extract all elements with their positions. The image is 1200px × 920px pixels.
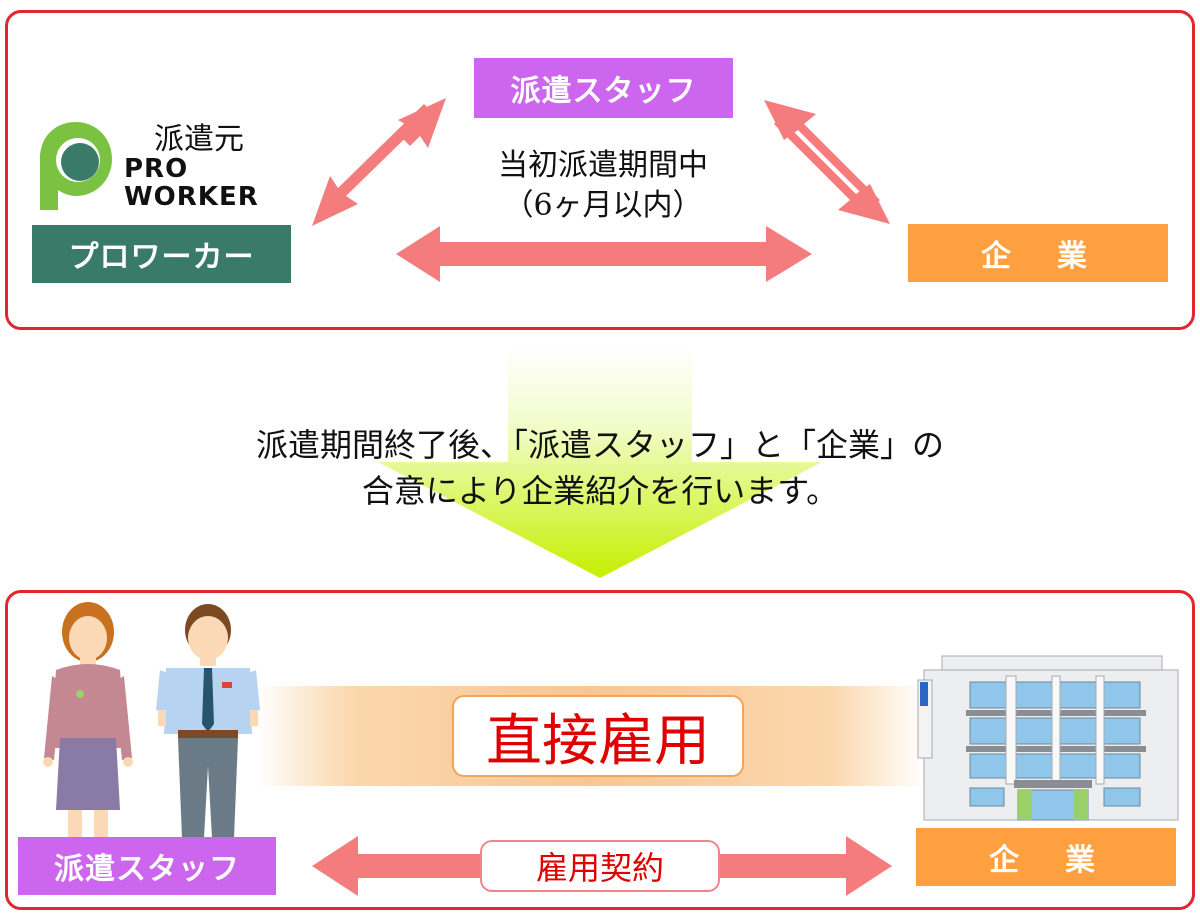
transition-text-line-1: 派遣期間終了後、「派遣スタッフ」と「企業」の (255, 426, 944, 464)
man-staff-icon (156, 604, 260, 838)
woman-staff-icon (43, 602, 133, 838)
arrow-proworker-company (396, 226, 812, 282)
office-building-icon (917, 655, 1179, 821)
staff-label-bottom: 派遣スタッフ (18, 837, 276, 895)
transition-down-arrow-icon (378, 346, 822, 578)
company-label-top: 企 業 (908, 224, 1168, 282)
proworker-label: プロワーカー (32, 225, 291, 283)
proworker-logo-icon (40, 122, 112, 210)
direct-hire-label: 直接雇用 (452, 695, 744, 777)
period-line-1: 当初派遣期間中 (498, 148, 708, 183)
arrow-proworker-staff (312, 98, 446, 226)
arrow-staff-company (764, 100, 890, 224)
company-label-bottom: 企 業 (916, 828, 1176, 886)
logo-text-worker: WORKER (124, 182, 259, 212)
logo-text-pro: PRO (124, 154, 189, 184)
period-line-2: （6ヶ月以内） (503, 188, 703, 223)
staff-label-top: 派遣スタッフ (474, 58, 733, 118)
contract-label: 雇用契約 (480, 840, 720, 892)
transition-text-line-2: 合意により企業紹介を行います。 (361, 472, 839, 510)
dispatch-source-label: 派遣元 (154, 122, 244, 157)
